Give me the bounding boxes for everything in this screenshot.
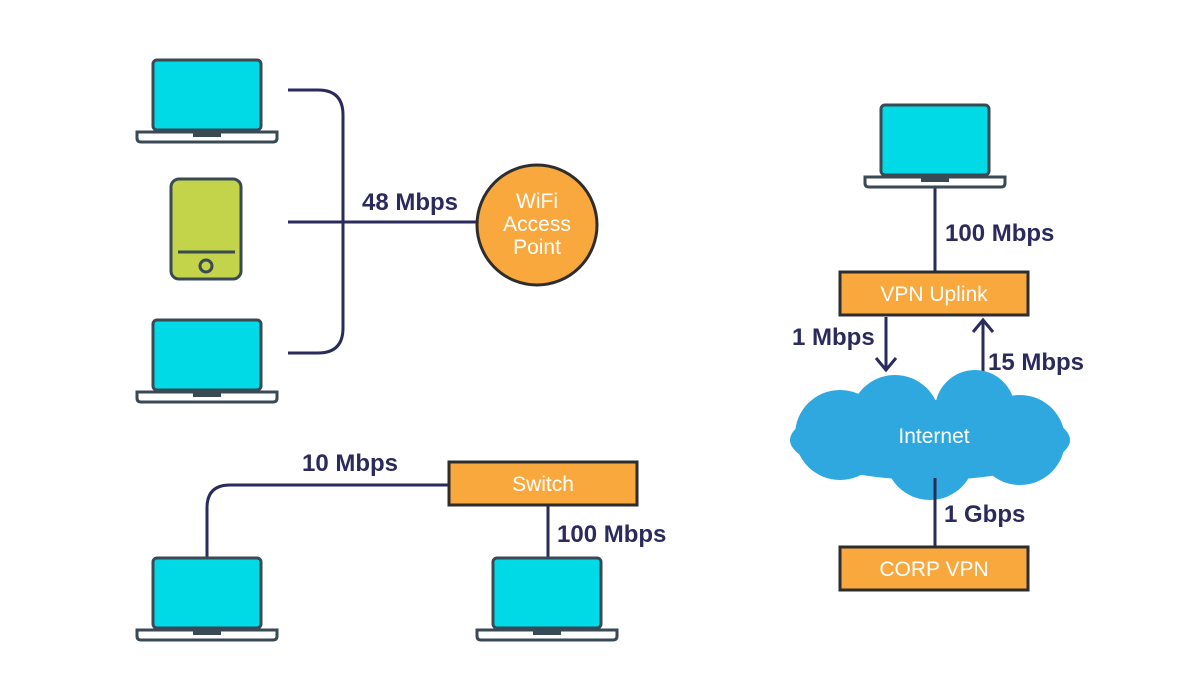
laptop-icon [135, 318, 279, 404]
corp-vpn-label: CORP VPN [879, 558, 988, 581]
wifi-link-speed: 48 Mbps [362, 189, 458, 216]
laptop-icon [863, 103, 1007, 189]
vpn-uplink-box: VPN Uplink [838, 270, 1030, 317]
access-point-line-3: Point [513, 236, 561, 259]
vpn-up-speed: 15 Mbps [988, 349, 1084, 376]
laptop-icon [135, 556, 279, 642]
switch-label: Switch [512, 473, 574, 496]
vpn-laptop-speed: 100 Mbps [945, 220, 1054, 247]
vpn-down-speed: 1 Mbps [792, 324, 875, 351]
corp-vpn-box: CORP VPN [838, 545, 1030, 592]
internet-label: Internet [898, 425, 969, 448]
vpn-corp-speed: 1 Gbps [944, 501, 1025, 528]
vpn-group: 100 Mbps VPN Uplink 1 Mbps 15 Mbps Inter… [790, 103, 1084, 592]
switch-left-wire [205, 483, 450, 558]
switch-right-speed: 100 Mbps [557, 521, 666, 548]
access-point-line-1: WiFi [516, 190, 558, 213]
switch-left-speed: 10 Mbps [302, 450, 398, 477]
phone-icon [169, 177, 243, 281]
vpn-uplink-label: VPN Uplink [880, 283, 988, 306]
laptop-icon [475, 556, 619, 642]
access-point-line-2: Access [503, 213, 571, 236]
wifi-access-point: WiFi Access Point [475, 163, 599, 287]
wifi-group: 48 Mbps WiFi Access Point [135, 58, 599, 404]
cloud-icon [790, 370, 1070, 500]
switch-group: Switch 10 Mbps 100 Mbps [135, 450, 666, 642]
switch-box: Switch [447, 460, 639, 507]
laptop-icon [135, 58, 279, 144]
down-arrow-icon [874, 317, 898, 373]
